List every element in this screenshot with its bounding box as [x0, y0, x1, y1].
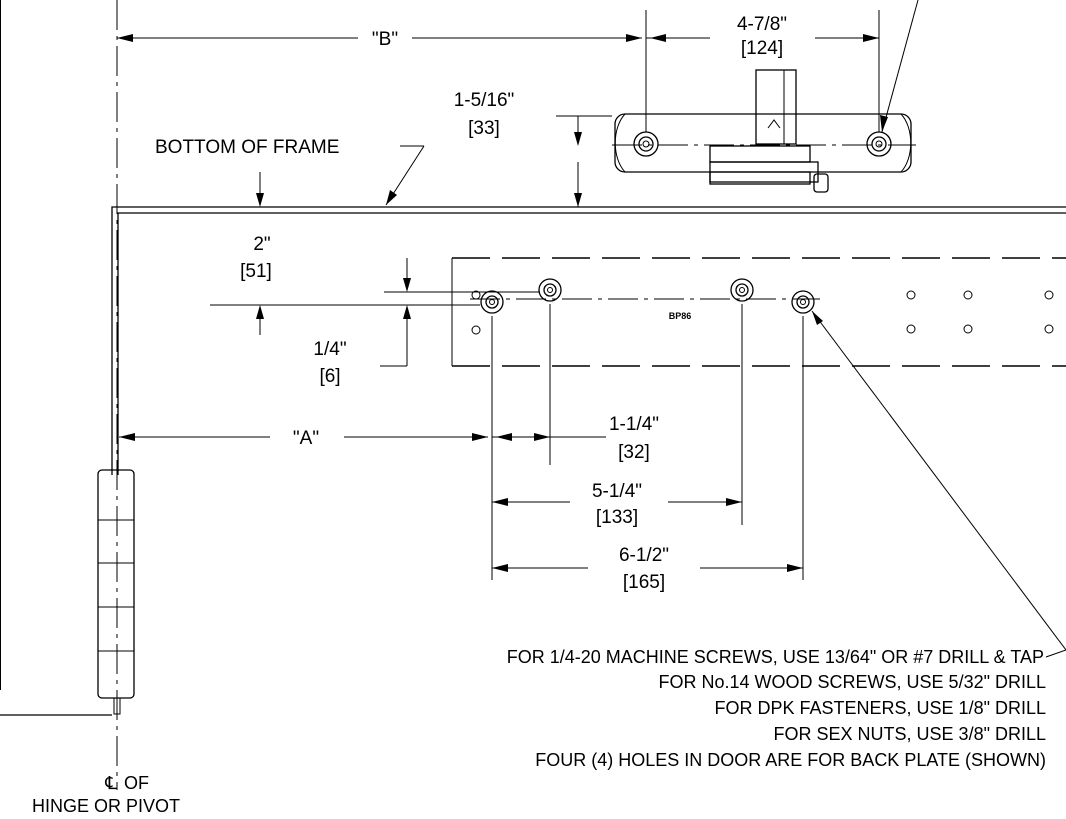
arm-height-imperial: 1-5/16" [454, 90, 515, 111]
plate-label: BP86 [669, 311, 692, 321]
arm-height-metric: [33] [468, 118, 500, 139]
leader-arm-screw-arrow [880, 115, 888, 132]
dimension-hole-2: 5-1/4" [133] [492, 481, 742, 528]
frame-callout: BOTTOM OF FRAME [155, 137, 425, 207]
dimension-plate-offset: 2" [51] [210, 234, 540, 335]
dimension-b-label: "B" [372, 29, 398, 50]
dimension-b: "B" [117, 10, 647, 132]
hole-extension-lines [491, 304, 804, 580]
door-frame-outline [111, 206, 1066, 475]
hole-1-imperial: 1-1/4" [609, 414, 659, 435]
hole-3-metric: [165] [623, 572, 665, 593]
plate-offset-imperial: 2" [253, 234, 270, 255]
leader-notes [811, 310, 1066, 651]
hinge-label: HINGE OR PIVOT [32, 796, 180, 816]
frame-label: BOTTOM OF FRAME [155, 137, 339, 158]
arm-span-imperial: 4-7/8" [737, 14, 787, 35]
hole-2-metric: [133] [596, 507, 638, 528]
arm-pinion-icon [767, 119, 781, 129]
centerline-of: OF [124, 773, 149, 793]
dimension-a-label: "A" [293, 428, 319, 449]
note-dpk-fasteners: FOR DPK FASTENERS, USE 1/8" DRILL [715, 698, 1046, 718]
leader-notes-arrow [812, 311, 823, 325]
back-plate: BP86 [451, 257, 1066, 367]
dimension-hole-3: 6-1/2" [165] [492, 545, 803, 593]
note-sex-nuts: FOR SEX NUTS, USE 3/8" DRILL [774, 724, 1046, 744]
centerline-symbol: ℄ [104, 773, 117, 793]
note-wood-screws: FOR No.14 WOOD SCREWS, USE 5/32" DRILL [659, 672, 1046, 692]
plate-offset-metric: [51] [240, 261, 272, 282]
hole-3-imperial: 6-1/2" [619, 545, 669, 566]
small-offset-imperial: 1/4" [313, 339, 346, 360]
centerline-label: ℄ OF HINGE OR PIVOT [32, 773, 180, 816]
note-machine-screws: FOR 1/4-20 MACHINE SCREWS, USE 13/64" OR… [507, 647, 1044, 667]
dimension-arm-height: 1-5/16" [33] [454, 90, 612, 207]
dimension-hole-1: 1-1/4" [32] [492, 414, 659, 463]
arm-span-metric: [124] [741, 38, 783, 59]
hinge [0, 469, 135, 716]
leader-arm-screw [881, 0, 919, 133]
small-offset-metric: [6] [319, 366, 340, 387]
drilling-notes: FOR 1/4-20 MACHINE SCREWS, USE 13/64" OR… [507, 647, 1046, 770]
closer-arm-assembly [612, 69, 916, 193]
hole-2-imperial: 5-1/4" [592, 481, 642, 502]
leader-notes-tail [1045, 649, 1066, 658]
dimension-arm-span: 4-7/8" [124] [646, 10, 880, 132]
dimension-small-offset: 1/4" [6] [313, 258, 411, 387]
hole-1-metric: [32] [618, 442, 650, 463]
dimension-a: "A" [119, 428, 488, 449]
note-back-plate: FOUR (4) HOLES IN DOOR ARE FOR BACK PLAT… [535, 750, 1046, 770]
